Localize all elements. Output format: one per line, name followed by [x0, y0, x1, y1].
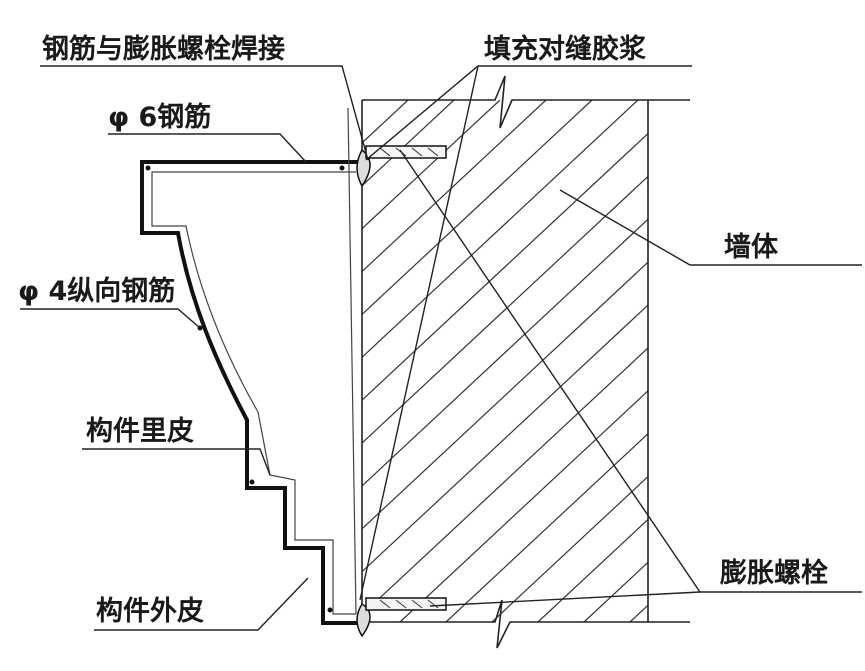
cornice-component [140, 107, 362, 625]
leader-bolt-bottom [429, 591, 701, 607]
label-rebar-weld: 钢筋与膨胀螺栓焊接 [42, 33, 285, 65]
hatch-line [362, 100, 648, 622]
leader-inner-skin [82, 448, 271, 476]
label-grout: 填充对缝胶浆 [484, 33, 647, 65]
component-inner-skin [151, 171, 356, 615]
hatch-line [362, 100, 547, 622]
label-wall: 墙体 [724, 232, 779, 263]
component-outer-skin [140, 160, 362, 625]
rebar-dot [145, 165, 151, 171]
hatch-line [362, 100, 648, 622]
leader-outer-skin [94, 577, 309, 631]
label-rebar-6: φ 6钢筋 [108, 101, 211, 133]
leader-grout-bottom [359, 65, 479, 601]
hatch-line [362, 100, 639, 622]
hatch-line [629, 100, 648, 622]
hatch-line [362, 100, 648, 622]
hatch-line [362, 100, 501, 622]
leader-bolt-top [399, 149, 862, 593]
leader-rebar-4 [20, 308, 201, 329]
wall-bottom-break-line [362, 599, 690, 649]
rebar-dot [327, 607, 333, 613]
leader-lines [20, 65, 862, 631]
wall-body [361, 75, 865, 649]
label-bolt: 膨胀螺栓 [720, 558, 828, 589]
expansion-bolt-bottom [356, 597, 447, 638]
hatch-line [583, 100, 648, 622]
hatch-line [491, 100, 648, 622]
leader-rebar-weld [40, 65, 369, 161]
rebar-dot [339, 165, 345, 171]
hatch-line [362, 100, 363, 622]
hatch-line [399, 100, 648, 622]
hatch-line [362, 100, 648, 622]
label-rebar-4: φ 4纵向钢筋 [18, 275, 175, 307]
component-back-line [347, 107, 357, 615]
hatch-line [362, 100, 648, 622]
hatch-line [362, 100, 593, 622]
wall-top-break-line [362, 75, 690, 129]
hatch-line [445, 100, 648, 622]
wall-hatch [362, 100, 865, 622]
hatch-line [362, 100, 409, 622]
label-inner-skin: 构件里皮 [86, 416, 194, 447]
hatch-line [362, 100, 648, 622]
hatch-line [537, 100, 648, 622]
rebar-dot [249, 479, 255, 485]
hatch-line [676, 100, 865, 622]
hatch-line [362, 100, 455, 622]
label-outer-skin: 构件外皮 [96, 596, 204, 627]
leader-wall [559, 189, 862, 266]
leader-rebar-6 [108, 133, 307, 163]
